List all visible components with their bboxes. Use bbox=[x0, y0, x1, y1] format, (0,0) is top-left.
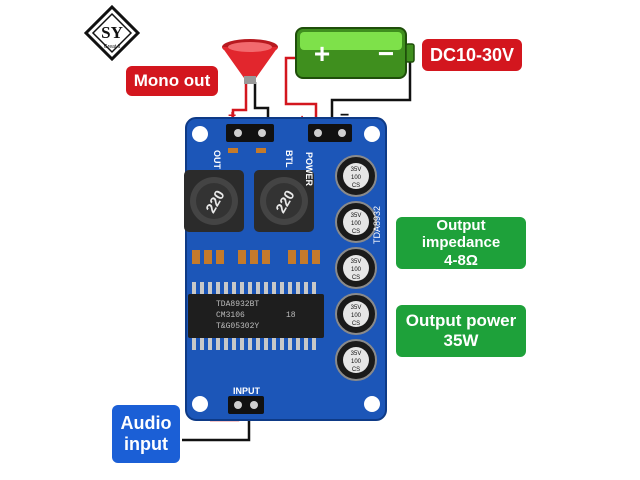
capacitor-value: 100 bbox=[351, 313, 362, 319]
audio-input-label: Audio input bbox=[112, 405, 180, 463]
capacitor-series: CS bbox=[352, 229, 360, 235]
dc-voltage-text: DC10-30V bbox=[429, 44, 515, 65]
inductor-left: 220 bbox=[184, 170, 244, 232]
silk-input-label: INPUT bbox=[233, 386, 261, 396]
silk-out-label: OUT bbox=[212, 150, 222, 170]
inductor-right: 220 bbox=[254, 170, 314, 232]
output-power-value: 35W bbox=[443, 331, 479, 350]
output-impedance-title: Output impedance bbox=[421, 217, 501, 252]
capacitor: 35V 100 CS bbox=[335, 155, 377, 197]
capacitor: 35V 100 CS bbox=[335, 293, 377, 335]
logo-text: SY bbox=[101, 23, 123, 42]
mono-out-text: Mono out bbox=[133, 71, 211, 91]
capacitor-series: CS bbox=[352, 321, 360, 327]
capacitor-voltage: 35V bbox=[351, 167, 362, 173]
output-power-label: Output power 35W bbox=[396, 305, 526, 357]
capacitor: 35V 100 CS bbox=[335, 339, 377, 381]
capacitor-voltage: 35V bbox=[351, 351, 362, 357]
chip-marking-line1: TDA8932BT bbox=[216, 300, 259, 309]
speaker-icon bbox=[222, 39, 278, 84]
pcb-board: 220 220 bbox=[184, 117, 387, 421]
battery-icon: + − bbox=[295, 27, 415, 79]
capacitor-series: CS bbox=[352, 367, 360, 373]
chip-marking-suffix: 18 bbox=[286, 311, 296, 320]
amplifier-chip: TDA8932BT CM3106 T&G05302Y 18 bbox=[188, 282, 324, 350]
logo-subtext: Great it bbox=[104, 44, 121, 50]
mono-out-label: Mono out bbox=[126, 66, 218, 96]
silk-power-label: POWER bbox=[304, 152, 314, 187]
capacitor-voltage: 35V bbox=[351, 305, 362, 311]
capacitor-voltage: 35V bbox=[351, 259, 362, 265]
capacitor-series: CS bbox=[352, 183, 360, 189]
battery-minus-symbol: − bbox=[378, 38, 394, 69]
audio-input-line2: input bbox=[124, 434, 168, 454]
brand-logo: SY Great it bbox=[83, 4, 141, 62]
output-impedance-value: 4-8Ω bbox=[444, 251, 478, 269]
battery-plus-symbol: + bbox=[314, 38, 330, 69]
chip-marking-line2: CM3106 bbox=[216, 311, 245, 320]
capacitor-value: 100 bbox=[351, 267, 362, 273]
silk-btl-label: BTL bbox=[284, 150, 294, 168]
audio-input-line1: Audio bbox=[120, 413, 172, 434]
output-impedance-label: Output impedance 4-8Ω bbox=[396, 217, 526, 269]
capacitor-column: 35V 100 CS 35V 100 CS 35V 100 CS bbox=[335, 155, 377, 381]
speaker-plus-mark: + bbox=[228, 107, 236, 123]
silk-model-label: TDA8932 bbox=[372, 206, 382, 244]
chip-marking-line3: T&G05302Y bbox=[216, 322, 259, 331]
power-positive-wire bbox=[284, 56, 318, 130]
power-minus-mark: − bbox=[340, 107, 349, 124]
capacitor: 35V 100 CS bbox=[335, 247, 377, 289]
output-power-title: Output power bbox=[405, 311, 517, 331]
dc-voltage-label: DC10-30V bbox=[422, 39, 522, 71]
capacitor-value: 100 bbox=[351, 175, 362, 181]
capacitor-value: 100 bbox=[351, 359, 362, 365]
capacitor-value: 100 bbox=[351, 221, 362, 227]
capacitor: 35V 100 CS bbox=[335, 201, 377, 243]
capacitor-voltage: 35V bbox=[351, 213, 362, 219]
capacitor-series: CS bbox=[352, 275, 360, 281]
